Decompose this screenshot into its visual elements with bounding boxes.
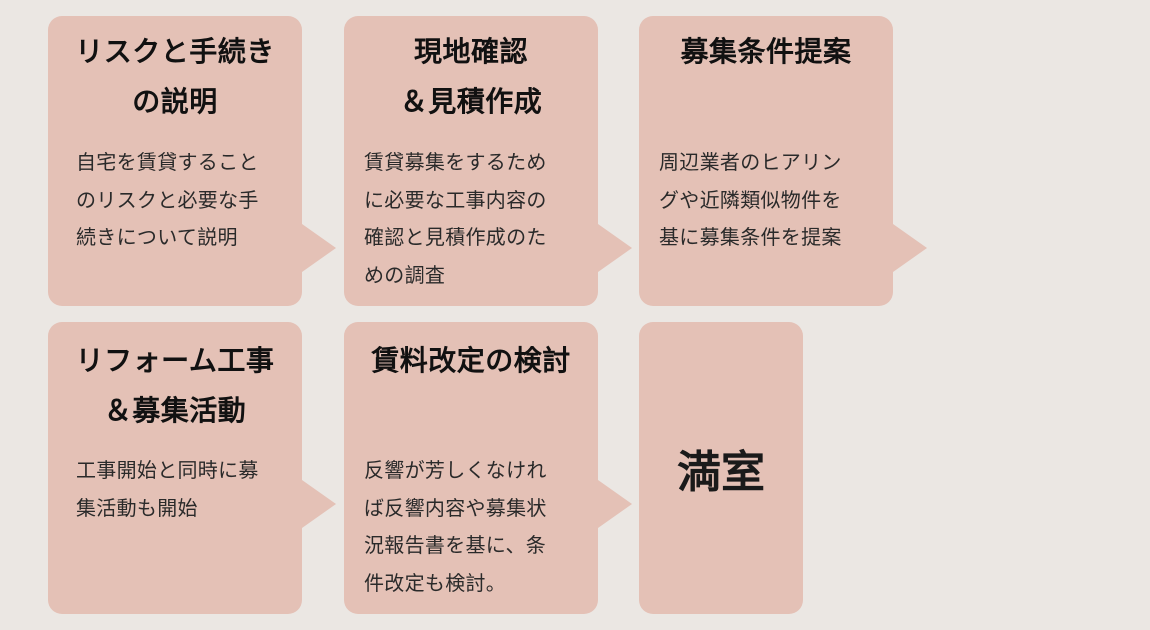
description-line: に必要な工事内容の (364, 187, 547, 212)
description-line: 況報告書を基に、条 (364, 533, 547, 557)
step-card-rent-revision: 賃料改定の検討 反響が芳しくなけれ ば反響内容や募集状 況報告書を基に、条 件改… (344, 322, 598, 614)
step-title-line-1: リスクと手続き (75, 35, 275, 68)
description-line: 賃貸募集をするため (364, 150, 547, 174)
description-line: 件改定も検討。 (364, 570, 507, 595)
step-description: 自宅を賃貸すること のリスクと必要な手 続きについて説明 (76, 144, 259, 257)
flow-arrow-right (302, 480, 336, 528)
description-line: 周辺業者のヒアリン (659, 150, 842, 174)
description-line: 工事開始と同時に募 (76, 458, 259, 482)
description-line: 続きについて説明 (76, 225, 238, 249)
description-line: 基に募集条件を提案 (659, 225, 842, 249)
step-description: 反響が芳しくなけれ ば反響内容や募集状 況報告書を基に、条 件改定も検討。 (364, 452, 547, 602)
description-line: のリスクと必要な手 (76, 187, 259, 212)
step-card-renovation-marketing: リフォーム工事 ＆募集活動 工事開始と同時に募 集活動も開始 (48, 322, 302, 614)
step-title-line-2: ＆見積作成 (399, 85, 543, 118)
flow-arrow-right (598, 224, 632, 272)
step-title-line-1: リフォーム工事 (75, 344, 275, 377)
description-line: 確認と見積作成のた (364, 225, 547, 249)
step-card-risk-procedure: リスクと手続き の説明 自宅を賃貸すること のリスクと必要な手 続きについて説明 (48, 16, 302, 306)
description-line: 自宅を賃貸すること (76, 150, 259, 174)
step-description: 工事開始と同時に募 集活動も開始 (76, 452, 259, 527)
description-line: グや近隣類似物件を (659, 187, 842, 212)
description-line: 反響が芳しくなけれ (364, 458, 547, 482)
step-description: 周辺業者のヒアリン グや近隣類似物件を 基に募集条件を提案 (659, 144, 842, 257)
flow-arrow-right (302, 224, 336, 272)
description-line: めの調査 (364, 262, 446, 287)
final-card-full-occupancy: 満室 (639, 322, 803, 614)
step-description: 賃貸募集をするため に必要な工事内容の 確認と見積作成のた めの調査 (364, 144, 547, 294)
flow-arrow-right (598, 480, 632, 528)
step-card-recruitment-proposal: 募集条件提案 周辺業者のヒアリン グや近隣類似物件を 基に募集条件を提案 (639, 16, 893, 306)
step-title-line-2: の説明 (132, 85, 218, 118)
flow-arrow-right (893, 224, 927, 272)
step-card-site-survey: 現地確認 ＆見積作成 賃貸募集をするため に必要な工事内容の 確認と見積作成のた… (344, 16, 598, 306)
step-title-line-1: 募集条件提案 (680, 35, 852, 68)
final-title: 満室 (677, 447, 765, 498)
description-line: ば反響内容や募集状 (364, 495, 547, 520)
step-title-line-1: 賃料改定の検討 (371, 344, 571, 377)
step-title-line-1: 現地確認 (413, 35, 528, 68)
description-line: 集活動も開始 (76, 495, 198, 520)
step-title-line-2: ＆募集活動 (103, 394, 247, 427)
